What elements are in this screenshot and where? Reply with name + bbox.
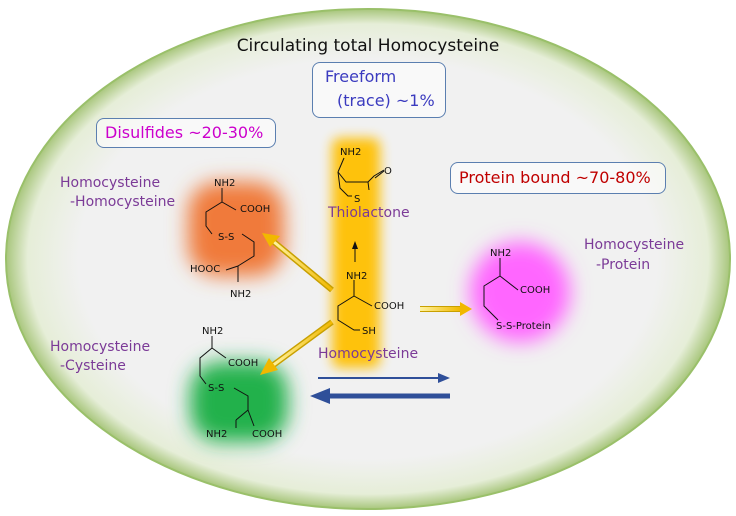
hcy-cys-structure — [199, 336, 255, 428]
thiolactone-nh2: NH2 — [340, 147, 361, 158]
hcy-cys-ss: S-S — [208, 383, 224, 394]
equilibrium-arrows — [310, 373, 450, 404]
disulfides-box: Disulfides ~20-30% — [96, 118, 276, 148]
yellow-band — [332, 138, 380, 368]
homocysteine-structure — [337, 280, 373, 331]
thiolactone-label: Thiolactone — [328, 205, 410, 221]
freeform-box: Freeform (trace) ~1% — [312, 62, 446, 118]
diagram-title: Circulating total Homocysteine — [236, 36, 500, 56]
disulfides-label: Disulfides ~20-30% — [105, 123, 264, 142]
hcy-protein-ss-protein: S-S-Protein — [496, 321, 551, 332]
thiolactone-o: O — [384, 166, 392, 177]
green-blob — [190, 362, 288, 442]
freeform-line2: (trace) ~1% — [337, 91, 435, 110]
homocysteine-nh2: NH2 — [346, 271, 367, 282]
thiolactone-structure — [337, 157, 385, 197]
orange-blob — [188, 182, 284, 276]
hcy-protein-label-1: Homocysteine — [584, 237, 685, 253]
hcy-cys-nh2-top: NH2 — [202, 326, 223, 337]
homocysteine-cooh: COOH — [374, 301, 404, 312]
arrow-to-thiolactone — [352, 241, 358, 262]
hcy-cys-label-2: -Cysteine — [60, 358, 126, 374]
hcy-cys-cooh-bottom: COOH — [252, 429, 282, 440]
hcy-protein-cooh: COOH — [520, 285, 550, 296]
hcy-hcy-label-2: -Homocysteine — [70, 194, 176, 210]
homocysteine-sh: SH — [362, 326, 376, 337]
hcy-hcy-label-1: Homocysteine — [60, 175, 161, 191]
hcy-hcy-cooh: COOH — [240, 204, 270, 215]
hcy-cys-nh2-bottom: NH2 — [206, 429, 227, 440]
hcy-hcy-nh2-top: NH2 — [214, 178, 235, 189]
hcy-hcy-structure — [205, 188, 255, 282]
hcy-protein-label-2: -Protein — [596, 257, 651, 273]
hcy-hcy-hooc: HOOC — [190, 264, 220, 275]
protein-bound-box: Protein bound ~70-80% — [450, 162, 666, 194]
homocysteine-label: Homocysteine — [318, 346, 419, 362]
hcy-cys-label-1: Homocysteine — [50, 339, 151, 355]
arrow-to-cysteine — [260, 319, 334, 375]
protein-bound-label: Protein bound ~70-80% — [459, 168, 651, 187]
hcy-protein-structure — [483, 258, 519, 321]
hcy-hcy-nh2-bottom: NH2 — [230, 289, 251, 300]
hcy-cys-cooh-top: COOH — [228, 358, 258, 369]
thiolactone-s: S — [354, 194, 360, 205]
hcy-hcy-ss: S-S — [218, 232, 234, 243]
arrow-to-disulfide — [262, 233, 334, 293]
freeform-line1: Freeform — [325, 67, 397, 86]
hcy-protein-nh2: NH2 — [490, 248, 511, 259]
arrow-to-protein — [420, 302, 472, 316]
